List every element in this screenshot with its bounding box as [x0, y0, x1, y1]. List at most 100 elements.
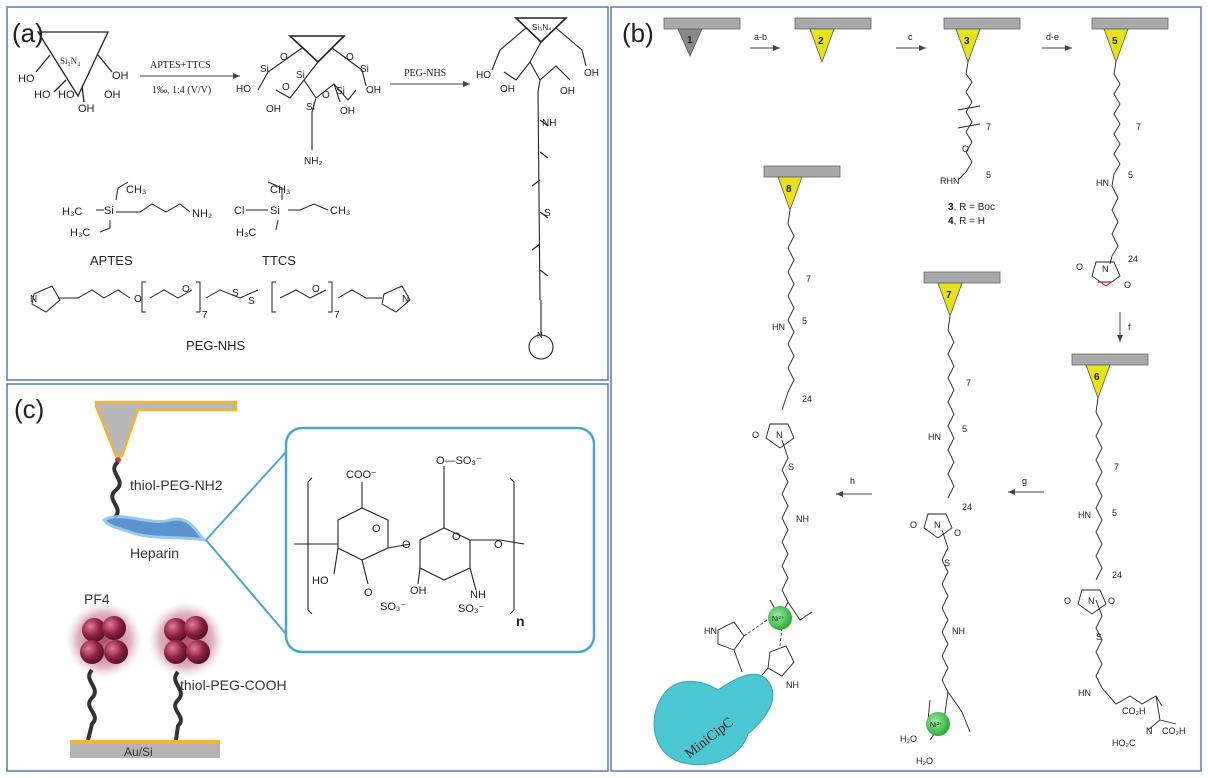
oh-label: HO	[476, 70, 491, 81]
s-label: S	[1096, 632, 1102, 642]
hn-label: HN	[704, 626, 717, 636]
oh-label: HO	[34, 89, 51, 101]
oh-label: OH	[112, 70, 129, 82]
tip-core-label: Si₃N₄	[532, 23, 551, 32]
nickel-ion	[768, 606, 792, 630]
oh-label: OH	[366, 85, 381, 96]
thiol-peg-nh2-label: thiol-PEG-NH2	[130, 477, 223, 493]
repeat-7: 7	[966, 378, 971, 388]
step-label: f	[1128, 322, 1131, 332]
repeat-n: n	[516, 613, 525, 629]
o-label: O	[282, 82, 290, 93]
so3-label: SO₃⁻	[458, 603, 484, 615]
oh-label: OH	[104, 89, 121, 101]
silicon-substrate	[70, 744, 220, 758]
oh-label: OH	[560, 86, 575, 97]
oh-label: OH	[266, 104, 281, 115]
o-label: O	[1108, 596, 1115, 606]
panel-a-frame	[6, 6, 609, 381]
panel-b: (b) 1 2 3 5 a-b c d-e	[622, 17, 1186, 766]
chain-5	[1109, 61, 1121, 265]
succinimide-ring-7	[923, 513, 953, 539]
panel-b-frame	[610, 6, 1202, 772]
step-label: d-e	[1046, 32, 1059, 42]
succinimide-ring-6	[1077, 589, 1107, 615]
rhn-label: RHN	[940, 176, 960, 186]
thiol-peg-cooh-label: thiol-PEG-COOH	[180, 677, 287, 693]
peg-linker-tip	[110, 460, 122, 520]
nh-label: NH	[796, 514, 809, 524]
pf4-molecule-2	[148, 602, 224, 678]
heparin-repeat-unit	[294, 466, 525, 615]
peg-repeat: 7	[334, 310, 340, 321]
peg-o: O	[312, 284, 320, 295]
ni-label: Ni²⁺	[772, 616, 785, 623]
aptes-si: Si	[104, 205, 114, 217]
o-label: O	[346, 52, 354, 63]
co2h-label: CO₂H	[1162, 726, 1186, 736]
peg-nhs-name: PEG-NHS	[186, 338, 246, 353]
n-label: N	[776, 430, 783, 440]
panel-c-label: (c)	[14, 394, 44, 424]
aptes-nh2: NH₂	[192, 208, 212, 220]
repeat-24: 24	[802, 394, 812, 404]
oh-label: HO	[18, 73, 35, 85]
hn-label: HN	[1078, 688, 1091, 698]
aptes-ch3: CH₃	[126, 184, 146, 196]
tip-3: 3	[943, 17, 1021, 64]
ho-label: HO	[312, 575, 329, 587]
oh-label: OH	[340, 106, 355, 117]
o-label: O	[364, 587, 373, 599]
si-label: Si	[296, 70, 305, 81]
hn-label: HN	[1096, 178, 1109, 188]
repeat-5: 5	[1112, 508, 1117, 518]
repeat-7: 7	[986, 122, 991, 132]
heparin-chain	[101, 515, 208, 543]
histidine-ring-2	[767, 645, 795, 677]
link-o: O	[402, 539, 411, 551]
oh-label: OH	[410, 585, 427, 597]
compound-4-label: 4, R = H	[948, 216, 985, 227]
peg-linker-surface-1	[86, 668, 97, 741]
tip-7: 7	[923, 271, 1001, 318]
silanized-tip-structure	[257, 35, 367, 150]
afm-cantilever	[94, 400, 238, 458]
ttcs-cl: Cl	[234, 205, 244, 217]
nickel-ion	[926, 712, 950, 736]
step-label: g	[1022, 476, 1027, 486]
compound-3-label: 3, R = Boc	[948, 202, 995, 213]
o-label: O	[1064, 596, 1071, 606]
ether-o: O	[962, 144, 969, 154]
coordination-bonds	[743, 617, 783, 647]
tip-5: 5	[1091, 17, 1169, 64]
step1-conditions: 1‰, 1:4 (V/V)	[152, 85, 211, 96]
repeat-5: 5	[986, 170, 991, 180]
tip-number: 2	[818, 36, 824, 47]
step-label: a-b	[754, 32, 767, 42]
gold-layer	[70, 740, 220, 744]
peg-tip-structure	[491, 17, 587, 360]
minicipc-protein	[653, 673, 774, 766]
hn-label: HN	[928, 432, 941, 442]
s-label: S	[788, 462, 794, 472]
nh-label: NH	[470, 589, 486, 601]
heparin-structure-box	[284, 426, 596, 654]
peg-s: S	[232, 288, 239, 299]
callout-lines	[205, 451, 287, 635]
ttcs-name: TTCS	[262, 253, 296, 268]
histidine-ring-1	[717, 621, 745, 651]
nh-label: NH	[786, 680, 799, 690]
ttcs-ch3: CH₃	[270, 184, 290, 196]
oh-label: OH	[584, 68, 599, 79]
maleimide-ring	[1091, 261, 1121, 287]
peg-n: N	[30, 294, 37, 305]
nta-bonds-6	[1101, 687, 1177, 731]
n-label: N	[934, 520, 941, 530]
repeat-7: 7	[1114, 462, 1119, 472]
oh-label: OH	[500, 84, 515, 95]
o-label: O	[280, 52, 288, 63]
so3-label: SO₃⁻	[380, 601, 406, 613]
si-label: Si	[360, 64, 369, 75]
nh2-label: NH₂	[304, 156, 322, 167]
tip-number: 1	[687, 35, 693, 46]
